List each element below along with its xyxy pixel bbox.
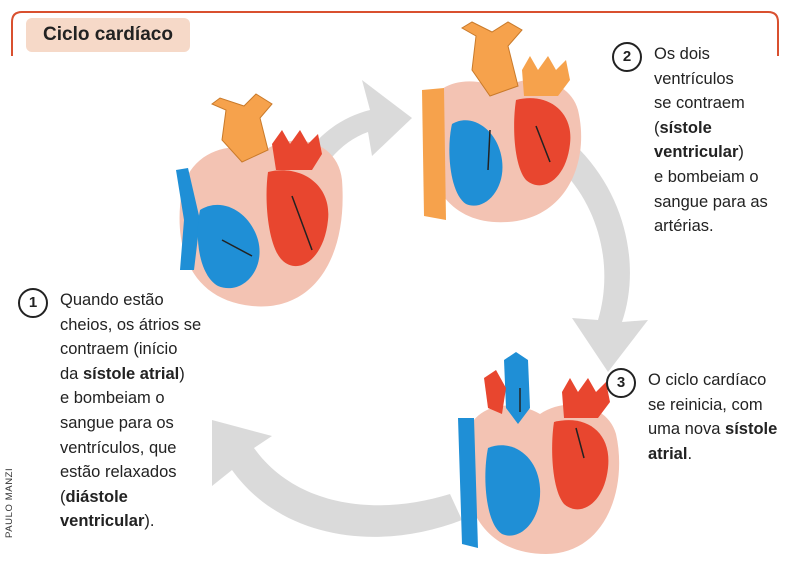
vena-cava [504,352,530,424]
right-ventricle [485,445,541,536]
text-line: estão relaxados [60,463,177,482]
pulmonary-veins [522,56,570,96]
text-line: contraem (início [60,340,178,359]
heart-ventricular-systole [422,21,582,223]
text-line: ventricular) [654,143,744,162]
step-number-badge: 3 [606,368,636,398]
text-line: se reinicia, com [648,395,763,414]
text-line: ventrículos, que [60,438,177,457]
text-line: sangue para as [654,192,768,211]
text-line: Os dois [654,45,710,63]
cycle-arrow-bottom [212,420,462,537]
text-line: sangue para os [60,413,174,432]
vena-cava [176,168,200,270]
left-ventricle [266,170,329,267]
text-line: da sístole atrial) [60,364,185,383]
heart-cycle-restart [458,352,620,554]
text-line: e bombeiam o [654,167,759,186]
pulmonary-veins [272,130,322,170]
text-line: ventricular). [60,512,155,531]
step-text: Quando estão cheios, os átrios se contra… [60,288,201,534]
text-line: (diástole [60,487,128,506]
text-line: Quando estão [60,291,164,309]
left-ventricle [552,420,609,510]
left-vena [458,418,478,548]
text-line: e bombeiam o [60,389,165,408]
step-number-badge: 1 [18,288,48,318]
text-line: ventrículos [654,69,734,88]
text-line: O ciclo cardíaco [648,371,767,389]
right-ventricle [197,204,260,289]
aorta [484,370,506,414]
heart-atrial-systole [176,93,343,307]
text-line: artérias. [654,217,714,236]
aorta [211,93,273,163]
text-line: se contraem [654,94,745,113]
frame-line [11,11,779,56]
step-number-badge: 2 [612,42,642,72]
text-line: cheios, os átrios se [60,315,202,334]
text-line: (sístole [654,118,712,137]
step-text: Os dois ventrículos se contraem (sístole… [654,42,768,239]
aorta [461,21,523,97]
pulmonary-artery [422,88,446,220]
photo-credit: PAULO MANZI [4,467,15,538]
figure-title: Ciclo cardíaco [26,18,190,52]
text-line: atrial. [648,444,693,463]
text-line: uma nova sístole [648,420,778,439]
cycle-arrow-right [562,150,648,372]
step-text: O ciclo cardíaco se reinicia, com uma no… [648,368,777,466]
pulmonary-veins [562,378,610,418]
